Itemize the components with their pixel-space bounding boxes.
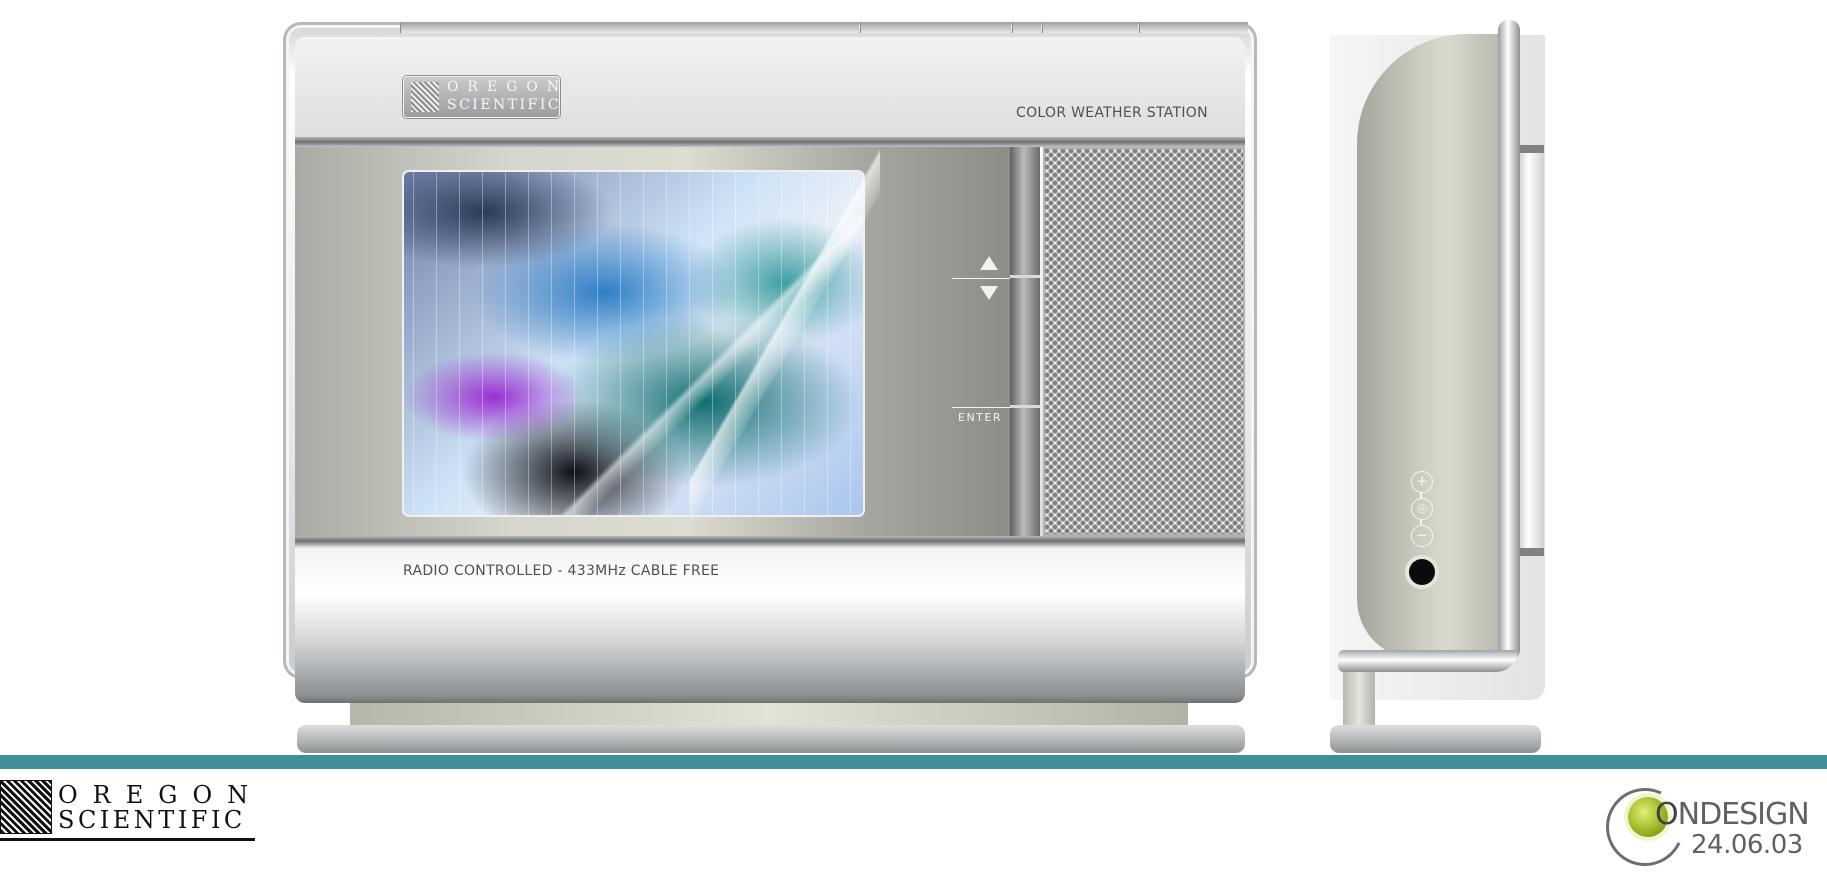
button-separator-line <box>952 407 1010 408</box>
tagline-label: RADIO CONTROLLED - 433MHz CABLE FREE <box>403 563 720 579</box>
brand-emblem-icon <box>0 780 52 834</box>
side-frame-tube-bend <box>1338 650 1518 672</box>
top-ribbon-segment <box>1012 22 1041 33</box>
upper-metal-strip <box>295 137 1245 147</box>
dial-icon[interactable]: ◎ <box>1411 498 1433 520</box>
designer-name: ONDESIGN <box>1655 797 1810 832</box>
front-lower-body <box>295 548 1245 703</box>
enter-button[interactable] <box>1012 410 1038 534</box>
up-arrow-icon[interactable] <box>980 256 998 270</box>
design-date: 24.06.03 <box>1691 830 1803 860</box>
side-edge-slot <box>1518 145 1544 556</box>
logo-emblem-icon <box>411 82 439 112</box>
front-logo-badge: OREGON SCIENTIFIC <box>403 76 560 118</box>
dc-jack-icon <box>1409 559 1435 585</box>
designer-name-rest: NDESIGN <box>1677 797 1810 832</box>
ondesign-logo-dot-icon <box>1628 797 1668 837</box>
side-button-column <box>1010 147 1040 536</box>
enter-label: ENTER <box>958 411 1002 424</box>
top-ribbon-segment <box>860 22 1011 33</box>
screen-glare <box>690 150 880 530</box>
logo-line2: SCIENTIFIC <box>447 97 562 113</box>
product-name-label: COLOR WEATHER STATION <box>1016 105 1208 121</box>
top-ribbon-segment <box>1042 22 1138 33</box>
brand-line1: OREGON <box>58 781 264 809</box>
lower-metal-strip <box>295 536 1245 546</box>
brand-underline <box>0 838 255 841</box>
up-down-button[interactable] <box>1012 150 1038 273</box>
control-link <box>1420 519 1422 525</box>
brand-line2: SCIENTIFIC <box>58 806 246 834</box>
plus-button[interactable]: + <box>1411 471 1433 493</box>
front-stand-neck <box>350 703 1188 725</box>
button-separator-line <box>952 278 1010 279</box>
side-body <box>1357 34 1509 659</box>
down-arrow-icon[interactable] <box>980 286 998 300</box>
button-divider <box>1010 405 1040 408</box>
top-ribbon-segment <box>1139 22 1248 33</box>
top-ribbon-segment <box>400 22 859 33</box>
scroll-button[interactable] <box>1012 280 1038 403</box>
designer-o: O <box>1655 797 1679 832</box>
logo-line1: OREGON <box>447 79 569 95</box>
side-frame-tube <box>1498 20 1520 660</box>
side-stand-post <box>1343 665 1375 727</box>
accent-divider-bar <box>0 755 1827 769</box>
control-link <box>1420 492 1422 498</box>
front-stand-base <box>297 725 1245 753</box>
speaker-grille <box>1043 147 1245 536</box>
button-divider <box>1010 275 1040 278</box>
side-stand-base <box>1330 725 1541 753</box>
minus-button[interactable]: − <box>1411 525 1433 547</box>
